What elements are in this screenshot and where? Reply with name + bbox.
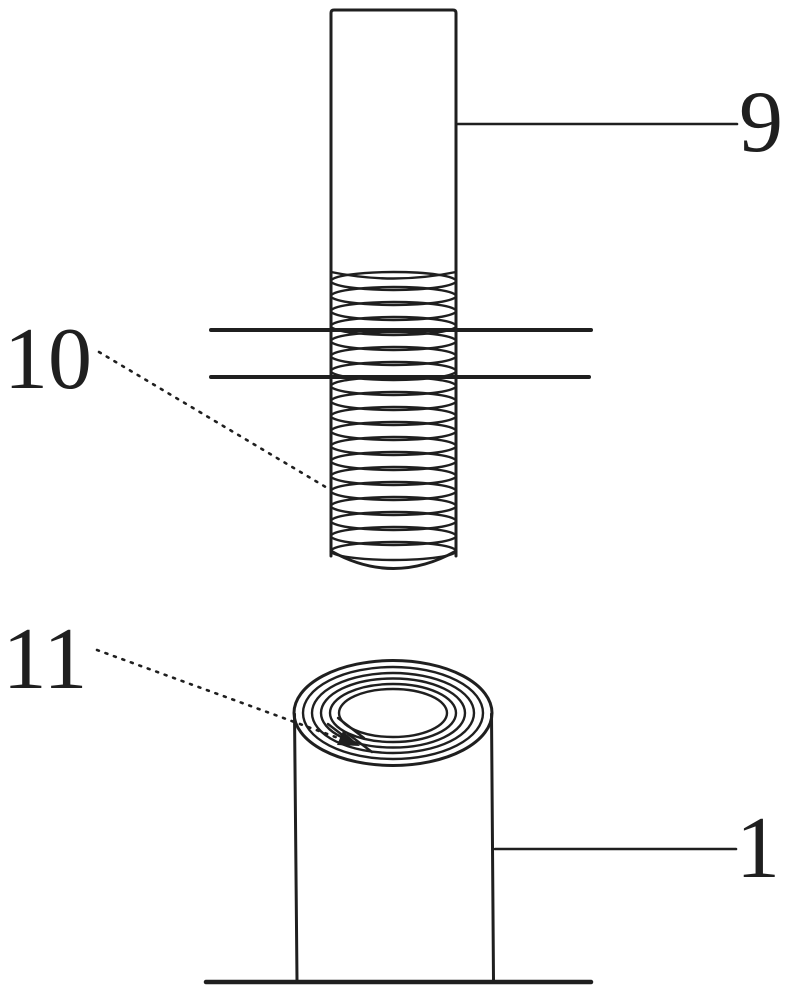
leader-line-11: [95, 648, 343, 741]
callout-leaders: [95, 122, 739, 851]
thread-ring: [329, 300, 458, 322]
thread-ring: [329, 450, 458, 472]
thread-ring: [329, 510, 458, 532]
socket-opening-rim: [292, 659, 494, 767]
thread-ring: [329, 390, 458, 412]
inner-thread-ring: [328, 682, 458, 744]
inner-thread-ring: [301, 665, 485, 761]
socket-wall-left: [293, 712, 299, 982]
thread-ring: [329, 285, 458, 307]
thread-ring: [329, 345, 458, 367]
bolt-thread-rings: [329, 270, 458, 562]
leader-arrowhead-11: [337, 731, 360, 746]
thread-ring: [329, 360, 458, 382]
socket-inner-thread-rings: [301, 665, 485, 761]
bolt: [329, 8, 458, 570]
callout-label-10: 10: [4, 311, 92, 408]
thread-ring: [329, 270, 458, 292]
panel-section-lines: [209, 328, 593, 379]
hatch-stroke: [346, 732, 374, 754]
thread-ring: [329, 525, 458, 547]
thread-ring: [329, 465, 458, 487]
inner-thread-ring: [337, 687, 449, 739]
inner-thread-ring: [310, 671, 476, 755]
callout-label-1: 1: [736, 800, 780, 897]
callout-labels: 9 10 11 1: [3, 74, 783, 897]
leader-line-10: [97, 350, 331, 491]
hatch-stroke: [336, 716, 366, 740]
bolt-shank-outline: [329, 8, 458, 558]
callout-label-9: 9: [739, 74, 783, 171]
thread-ring: [329, 405, 458, 427]
callout-label-11: 11: [3, 611, 88, 708]
thread-ring: [329, 315, 458, 337]
socket: [292, 659, 495, 982]
thread-ring: [329, 435, 458, 457]
bolt-bottom-cap: [329, 549, 458, 570]
inner-thread-ring: [319, 677, 467, 749]
thread-ring: [329, 480, 458, 502]
thread-ring: [329, 495, 458, 517]
thread-ring: [329, 420, 458, 442]
socket-wall-right: [490, 712, 495, 982]
